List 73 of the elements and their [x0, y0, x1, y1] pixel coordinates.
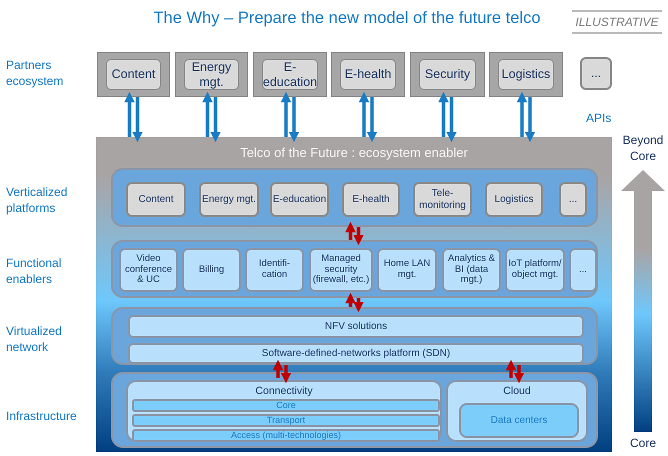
- partner-tile: [253, 52, 327, 97]
- arrow: [280, 92, 292, 137]
- enabler-box: Video conference & UC: [119, 248, 178, 292]
- group-heading: Connectivity: [255, 385, 313, 398]
- connectivity-layer-bar: Transport: [132, 414, 440, 427]
- partner-name: E- education: [262, 59, 318, 90]
- panel-title: Telco of the Future : ecosystem enabler: [240, 146, 468, 161]
- arrow: [516, 92, 528, 137]
- arrow: [524, 97, 536, 142]
- enabler-box: Identifi- cation: [245, 248, 304, 292]
- partner-name: Content: [106, 59, 161, 90]
- arrow: [288, 97, 300, 142]
- platform-box: Energy mgt.: [199, 182, 259, 217]
- partner-name: E-health: [340, 59, 396, 90]
- enabler-box: IoT platform/ object mgt.: [505, 248, 565, 292]
- partner-tile: [331, 52, 405, 97]
- network-layer-bar: Software-defined-networks platform (SDN): [128, 343, 584, 364]
- partner-tile: [489, 52, 563, 97]
- arrow: [345, 222, 356, 240]
- partner-tile: [410, 52, 485, 97]
- arrow: [353, 227, 364, 246]
- layer-band: [111, 372, 598, 448]
- arrow: [506, 360, 516, 378]
- platform-box: Logistics: [485, 182, 543, 217]
- group-heading: Cloud: [503, 385, 531, 398]
- arrow: [353, 298, 364, 312]
- data-center-box: Data centers: [459, 403, 579, 438]
- enabler-box: Analytics & BI (data mgt.): [442, 248, 501, 292]
- layer-band: [111, 240, 598, 298]
- arrow: [514, 365, 524, 384]
- connectivity-layer-bar: Access (multi-technologies): [132, 429, 440, 442]
- infrastructure-group: [126, 380, 442, 442]
- row-label: Virtualized network: [6, 324, 63, 356]
- platform-box: Content: [126, 182, 186, 217]
- layer-band: [111, 307, 598, 365]
- partner-tile: [175, 52, 248, 97]
- enabler-panel: [96, 137, 612, 452]
- partner-box: ...: [580, 57, 612, 90]
- network-layer-bar: NFV solutions: [128, 315, 584, 338]
- infrastructure-group: [446, 380, 588, 442]
- platform-box: ...: [559, 182, 587, 217]
- platform-box: E-education: [270, 182, 329, 217]
- enabler-box: Home LAN mgt.: [377, 248, 437, 292]
- arrow: [280, 365, 292, 384]
- row-label: Functional enablers: [6, 256, 62, 288]
- arrow: [124, 92, 135, 137]
- arrow: [272, 360, 284, 378]
- row-label: Verticalized platforms: [6, 185, 68, 216]
- scale-end-label: Beyond Core: [622, 133, 664, 164]
- partner-name: Security: [419, 59, 476, 90]
- row-label: Partners ecosystem: [6, 58, 64, 90]
- partner-name: Energy mgt.: [184, 59, 239, 90]
- enabler-box: ...: [569, 248, 597, 292]
- illustrative-tag: ILLUSTRATIVE: [572, 10, 662, 34]
- arrow: [202, 92, 213, 137]
- enabler-box: Billing: [182, 248, 241, 292]
- arrow: [438, 92, 449, 137]
- layer-band: [111, 168, 598, 227]
- partner-name: Logistics: [498, 59, 554, 90]
- platform-box: E-health: [342, 182, 400, 217]
- partner-tile: [97, 52, 170, 97]
- row-label: Infrastructure: [6, 409, 78, 425]
- arrow: [210, 97, 221, 142]
- arrow: [446, 97, 457, 142]
- arrow: [345, 292, 356, 307]
- connectivity-layer-bar: Core: [132, 399, 440, 412]
- enabler-box: Managed security (firewall, etc.): [309, 248, 373, 292]
- arrow: [366, 97, 378, 142]
- arrow: [132, 97, 143, 142]
- interface-label: APIs: [586, 111, 612, 127]
- platform-box: Tele- monitoring: [413, 182, 472, 217]
- arrow: [358, 92, 370, 137]
- scale-end-label: Core: [628, 436, 657, 452]
